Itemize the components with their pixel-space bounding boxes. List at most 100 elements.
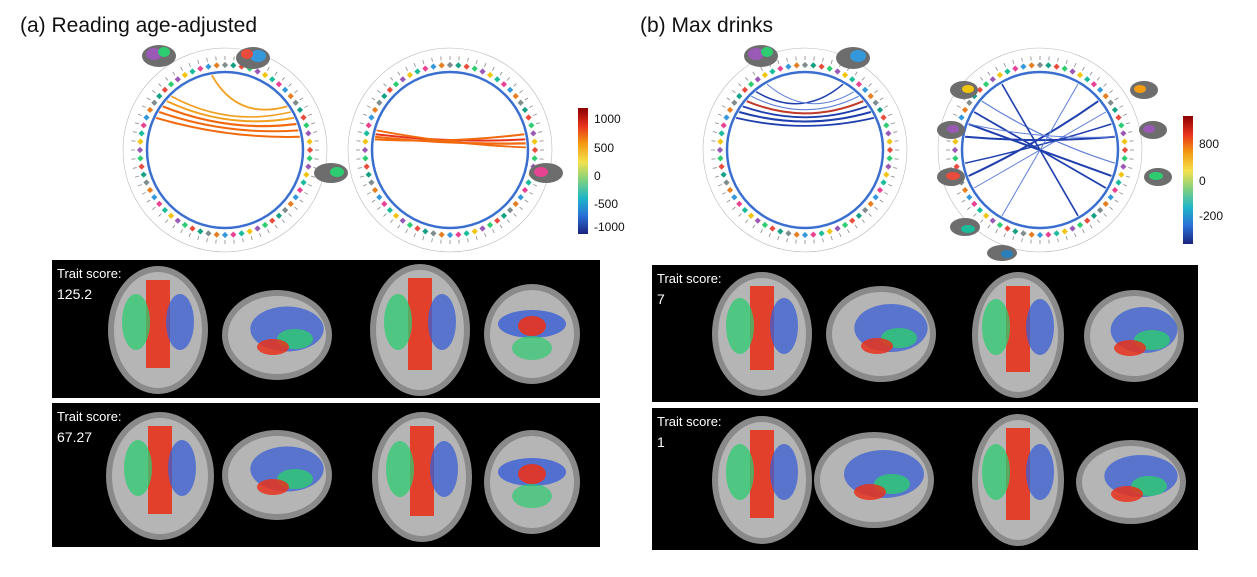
chord-tick: [484, 232, 487, 237]
chord-node: [455, 231, 462, 238]
chord-tick: [822, 238, 824, 243]
chord-tick: [861, 219, 865, 223]
trait-score: Trait score: 7: [657, 268, 722, 310]
chord-tick: [536, 122, 541, 125]
chord-node: [261, 71, 269, 79]
chord-tick: [1119, 105, 1124, 108]
chord-edge: [742, 105, 868, 119]
chord-tick: [363, 113, 368, 116]
tract-green: [982, 299, 1010, 355]
colorbar-gradient: [578, 108, 588, 234]
chord-node: [181, 71, 189, 79]
chord-tick: [868, 213, 872, 217]
chord-node: [785, 230, 792, 237]
tract-red: [750, 430, 774, 518]
chord-tick: [1103, 213, 1107, 217]
chord-node: [1118, 171, 1125, 178]
tract-green: [386, 441, 414, 497]
tract-red: [408, 278, 432, 370]
sagittal-brain-image: [1084, 290, 1184, 382]
chord-edge: [964, 123, 1112, 164]
tract-red: [1006, 286, 1030, 372]
chord-ring-circle: [960, 70, 1120, 230]
chord-tick: [532, 113, 537, 116]
chord-node: [167, 81, 175, 88]
chord-edge: [158, 111, 299, 133]
chord-tick: [146, 199, 151, 203]
chord-tick: [397, 224, 401, 229]
chord-tick: [732, 206, 736, 210]
brain-thumbnail-icon: [950, 218, 980, 236]
chord-node: [1053, 63, 1060, 70]
chord-tick: [311, 175, 316, 178]
chord-tick: [1003, 63, 1006, 68]
panel-b-title: (b) Max drinks: [640, 14, 773, 38]
tract-red: [518, 464, 546, 484]
chord-tick: [267, 66, 270, 71]
chord-node: [181, 221, 189, 229]
chord-node: [1096, 206, 1104, 214]
chord-tick: [397, 71, 401, 76]
chord-tick: [524, 199, 529, 203]
chord-tick: [854, 71, 858, 76]
axial-brain-image: [712, 272, 812, 396]
chord-tick: [980, 219, 984, 223]
tract-red: [148, 426, 172, 514]
chord-node: [1118, 122, 1125, 129]
chord-node: [818, 230, 825, 237]
chord-node: [1028, 62, 1035, 69]
chord-tick: [868, 83, 872, 87]
chord-node: [221, 61, 229, 69]
chord-diagram-b-left: [702, 47, 908, 253]
sagittal-brain-image: [1076, 440, 1186, 524]
chord-tick: [281, 77, 285, 81]
chord-node: [1120, 163, 1127, 170]
chord-tick: [1057, 238, 1059, 243]
chord-node: [136, 146, 144, 154]
chord-tick: [492, 229, 495, 234]
chord-tick: [1065, 59, 1068, 64]
chord-tick: [377, 90, 381, 94]
chord-tick: [146, 97, 151, 101]
chord-node: [1096, 86, 1104, 94]
chord-node: [982, 81, 990, 88]
chord-tick: [1122, 184, 1127, 187]
chord-ring: [702, 47, 908, 253]
chord-tick: [484, 63, 487, 68]
chord-node: [486, 221, 494, 229]
chord-tick: [1089, 224, 1093, 229]
coronal-brain-image: [484, 284, 580, 384]
chord-node: [982, 212, 990, 219]
chord-tick: [995, 66, 998, 71]
chord-tick: [861, 77, 865, 81]
chord-node: [406, 71, 414, 79]
trait-score-value: 67.27: [57, 429, 93, 445]
chord-tick: [1021, 57, 1023, 62]
chord-node: [855, 81, 863, 88]
chord-tick: [760, 229, 763, 234]
chord-tick: [377, 206, 381, 210]
chord-tick: [307, 113, 312, 116]
trait-score-label: Trait score:: [57, 409, 122, 424]
chord-tick: [874, 90, 878, 94]
chord-node: [1111, 106, 1119, 114]
chord-node: [1102, 92, 1109, 100]
chord-node: [392, 212, 400, 219]
chord-tick: [712, 167, 717, 169]
chord-tick: [294, 90, 298, 94]
chord-node: [238, 230, 245, 237]
chord-edge: [1001, 83, 1079, 217]
chord-edge: [375, 135, 526, 145]
tract-red: [1114, 340, 1146, 356]
chord-tick: [134, 122, 139, 125]
chord-tick: [956, 105, 961, 108]
chord-node: [1053, 230, 1060, 237]
chord-tick: [188, 63, 191, 68]
chord-node: [810, 62, 817, 69]
chord-node: [446, 61, 454, 69]
colorbar-tick-label: -1000: [594, 220, 625, 234]
chord-tick: [313, 131, 318, 133]
brain-thumbnail-icon: [836, 47, 870, 69]
chord-tick: [1109, 90, 1113, 94]
chord-tick: [1114, 97, 1119, 101]
